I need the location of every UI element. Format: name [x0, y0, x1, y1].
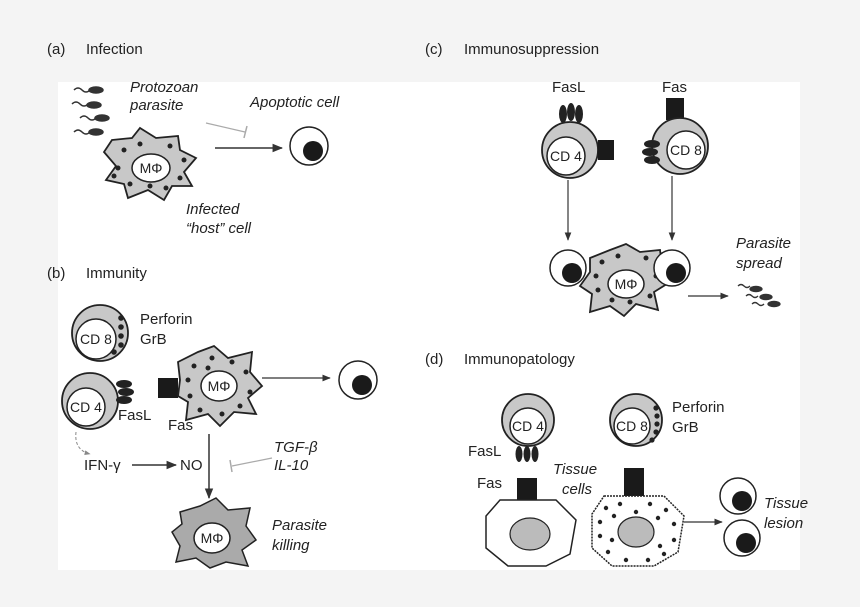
cd8-nucleus: [75, 318, 117, 360]
fas-label: Fas: [168, 417, 193, 434]
panel-a-title: Infection: [86, 41, 143, 58]
fas-receptor-icon-d: [517, 478, 537, 500]
panel-d-title: Immunopatology: [464, 351, 575, 368]
tissue-nucleus-2: [617, 516, 655, 548]
fasl-receptor-icon: [116, 380, 134, 404]
infected-label: Infected: [186, 201, 240, 218]
il10-label: IL-10: [274, 457, 309, 474]
apoptotic-nucleus-b: [352, 375, 372, 395]
fas-receptor-icon-c: [666, 98, 684, 120]
protozoan-parasites-icon: [71, 86, 110, 136]
panel-c-title: Immunosuppression: [464, 41, 599, 58]
lesion-label: lesion: [764, 515, 803, 532]
apoptotic-nucleus-c1: [562, 263, 582, 283]
parasite-label-c: Parasite: [736, 235, 791, 252]
cd8-label: CD 8: [80, 331, 112, 347]
tissue-nucleus-1: [509, 517, 551, 551]
tissue-dots: [597, 501, 677, 563]
fas-label-d: Fas: [477, 475, 502, 492]
parasite-dots: [111, 141, 187, 191]
fasl-label-d: FasL: [468, 443, 501, 460]
cd4-to-ifn-arrow: [75, 431, 91, 456]
parasite-label: parasite: [129, 97, 183, 114]
tgf-beta-label: TGF-β: [274, 439, 318, 456]
tissue-lesion-label: Tissue: [764, 495, 808, 512]
panel-a: (a) Infection Protozoan parasite Apoptot…: [47, 41, 340, 237]
panel-c-letter: (c): [425, 41, 443, 58]
fas-label-c: Fas: [662, 79, 687, 96]
fas-receptor-icon-d2: [624, 468, 644, 496]
apoptotic-nucleus-c2: [666, 263, 686, 283]
perforin-label-d: Perforin: [672, 399, 725, 416]
protozoan-label: Protozoan: [130, 79, 198, 96]
cd4-label-d: CD 4: [512, 418, 544, 434]
macrophage-label: MΦ: [140, 160, 163, 176]
panel-c: (c) Immunosuppression FasL Fas CD 4 CD 8: [425, 41, 791, 318]
granules: [111, 315, 124, 355]
apoptotic-cell-label: Apoptotic cell: [249, 94, 340, 111]
cd4-nucleus-d: [509, 407, 547, 445]
killing-label: killing: [272, 537, 310, 554]
macrophage-label-c: MΦ: [615, 276, 638, 292]
cd4-label-c: CD 4: [550, 148, 582, 164]
lesion-nucleus-2: [736, 533, 756, 553]
spread-label: spread: [736, 255, 783, 272]
tgf-inhibition-line: [231, 457, 273, 467]
fasl-receptor-icon-d: [515, 446, 539, 462]
cd4-nucleus-c: [546, 136, 586, 176]
cells-label: cells: [562, 481, 593, 498]
fasl-receptor-icon-c2: [642, 140, 660, 164]
macrophage-label-b: MΦ: [208, 378, 231, 394]
grb-label: GrB: [140, 331, 167, 348]
cd4-label: CD 4: [70, 399, 102, 415]
cd4-nucleus: [66, 387, 106, 427]
parasite-dots-b: [185, 355, 253, 417]
inhibition-line: [205, 122, 246, 133]
inhibition-bar: [243, 125, 248, 139]
cd8-label-c: CD 8: [670, 142, 702, 158]
parasite-label-b: Parasite: [272, 517, 327, 534]
macrophage-nucleus-c: [193, 522, 231, 554]
cd8-nucleus-d: [613, 407, 651, 445]
fasl-receptor-icon-c: [559, 103, 583, 123]
cd8-nucleus-c: [666, 130, 706, 170]
fasl-label: FasL: [118, 407, 151, 424]
apoptotic-nucleus: [303, 141, 323, 161]
panel-b: (b) Immunity CD 8 Perforin GrB CD 4 FasL…: [47, 265, 378, 569]
fas-block-c: [598, 140, 614, 160]
panel-d-letter: (d): [425, 351, 443, 368]
macrophage-label-c: MΦ: [201, 530, 224, 546]
tgf-inhibition-bar: [229, 459, 233, 473]
macrophage-nucleus-b: [200, 370, 238, 402]
tissue-cells-label: Tissue: [553, 461, 597, 478]
granules-d: [649, 405, 660, 443]
grb-label-d: GrB: [672, 419, 699, 436]
panel-d: (d) Immunopatology CD 4 FasL Fas CD 8 Pe…: [425, 351, 808, 567]
lesion-nucleus-1: [732, 491, 752, 511]
cd8-label-d: CD 8: [616, 418, 648, 434]
panel-b-letter: (b): [47, 265, 65, 282]
parasite-dots-c: [593, 253, 659, 305]
fas-receptor-icon: [158, 378, 178, 398]
macrophage-nucleus: [131, 153, 171, 183]
fasl-label-c: FasL: [552, 79, 585, 96]
ifn-gamma-label: IFN-γ: [84, 457, 121, 474]
perforin-label: Perforin: [140, 311, 193, 328]
host-cell-label: “host” cell: [186, 220, 252, 237]
panel-b-title: Immunity: [86, 265, 147, 282]
no-label: NO: [180, 457, 203, 474]
spreading-parasites-icon: [737, 283, 781, 308]
panel-a-letter: (a): [47, 41, 65, 58]
macrophage-nucleus-c: [607, 269, 645, 299]
